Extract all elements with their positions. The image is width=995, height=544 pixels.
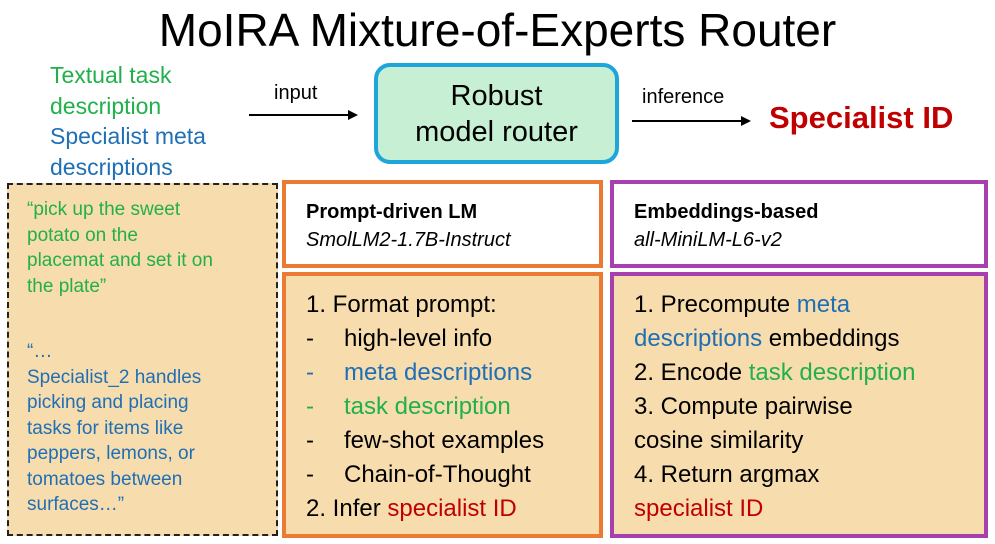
example-task-description: “pick up the sweet potato on the placema…	[27, 197, 213, 299]
step-text: 2. Encode	[634, 359, 749, 386]
router-inputs: Textual task description Specialist meta…	[50, 60, 206, 182]
step-text: 1. Precompute	[634, 291, 797, 318]
prompt-driven-model: SmolLM2-1.7B-Instruct	[306, 229, 511, 251]
embed-step-4: 4. Return argmax	[634, 461, 820, 488]
prompt-substep: - meta descriptions	[306, 356, 599, 390]
task-description-label-line2: description	[50, 92, 162, 119]
embed-step-3: 3. Compute pairwise	[634, 393, 853, 420]
substep-text: Chain-of-Thought	[344, 461, 531, 488]
embed-step-1: 1. Precompute meta	[634, 288, 984, 322]
prompt-driven-header: Prompt-driven LM SmolLM2-1.7B-Instruct	[282, 180, 603, 268]
embed-step-4-cont: specialist ID	[634, 495, 764, 522]
prompt-step-2: 2. Infer specialist ID	[306, 492, 599, 526]
meta-descriptions-label-line2: descriptions	[50, 153, 173, 180]
prompt-step-1: 1. Format prompt:	[306, 291, 497, 318]
example-meta-line: tomatoes between	[27, 468, 183, 490]
example-task-line: “pick up the sweet	[27, 199, 181, 220]
task-description-label-line1: Textual task	[50, 62, 172, 88]
prompt-driven-heading: Prompt-driven LM	[306, 201, 478, 223]
substep-text: high-level info	[344, 325, 493, 352]
substep-text: task description	[344, 393, 511, 420]
embed-step-2: 2. Encode task description	[634, 356, 984, 390]
dash: -	[306, 325, 314, 352]
prompt-driven-steps: 1. Format prompt: - high-level info - meta…	[282, 272, 603, 538]
meta-highlight: meta	[796, 291, 851, 318]
meta-highlight: descriptions	[634, 325, 763, 352]
example-meta-line: picking and placing	[27, 392, 189, 413]
embed-step-3-cont: cosine similarity	[634, 427, 804, 454]
specialist-id-output: Specialist ID	[769, 100, 954, 135]
embeddings-model: all-MiniLM-L6-v2	[634, 229, 782, 251]
dash: -	[306, 359, 314, 386]
embeddings-steps: 1. Precompute meta descriptions embeddin…	[610, 272, 988, 538]
specialist-id-highlight: specialist ID	[387, 495, 517, 522]
prompt-substep: - Chain-of-Thought	[306, 458, 599, 492]
prompt-substep: - few-shot examples	[306, 424, 599, 458]
input-arrow-label: input	[274, 82, 318, 104]
example-meta-description: “… Specialist_2 handles picking and plac…	[27, 339, 201, 518]
dash: -	[306, 461, 314, 488]
router-label-line1: Robust	[450, 79, 543, 112]
dash: -	[306, 393, 314, 420]
diagram-title: MoIRA Mixture-of-Experts Router	[158, 4, 837, 56]
substep-text: few-shot examples	[344, 427, 545, 454]
embeddings-header: Embeddings-based all-MiniLM-L6-v2	[610, 180, 988, 268]
robust-model-router-box: Robust model router	[374, 63, 619, 164]
example-meta-line: “…	[27, 341, 53, 362]
dash: -	[306, 427, 314, 454]
example-task-line: placemat and set it on	[27, 250, 213, 271]
task-highlight: task description	[748, 359, 916, 386]
meta-descriptions-label-line1: Specialist meta	[50, 123, 206, 149]
embeddings-heading: Embeddings-based	[634, 201, 819, 223]
example-meta-line: peppers, lemons, or	[27, 443, 195, 464]
step-text: 2. Infer	[306, 495, 388, 522]
substep-text: meta descriptions	[344, 359, 533, 386]
prompt-substep: - task description	[306, 390, 599, 424]
router-label-line2: model router	[415, 115, 578, 148]
inference-arrow-label: inference	[642, 86, 725, 108]
example-meta-line: surfaces…”	[27, 494, 125, 515]
step-text: embeddings	[762, 325, 900, 352]
example-meta-line: tasks for items like	[27, 417, 184, 439]
example-inputs-box: “pick up the sweet potato on the placema…	[7, 183, 278, 536]
example-task-line: potato on the	[27, 224, 138, 246]
example-meta-line: Specialist_2 handles	[27, 366, 202, 388]
example-task-line: the plate”	[27, 275, 107, 297]
embed-step-1-cont: descriptions embeddings	[634, 322, 984, 356]
prompt-substep: - high-level info	[306, 322, 599, 356]
